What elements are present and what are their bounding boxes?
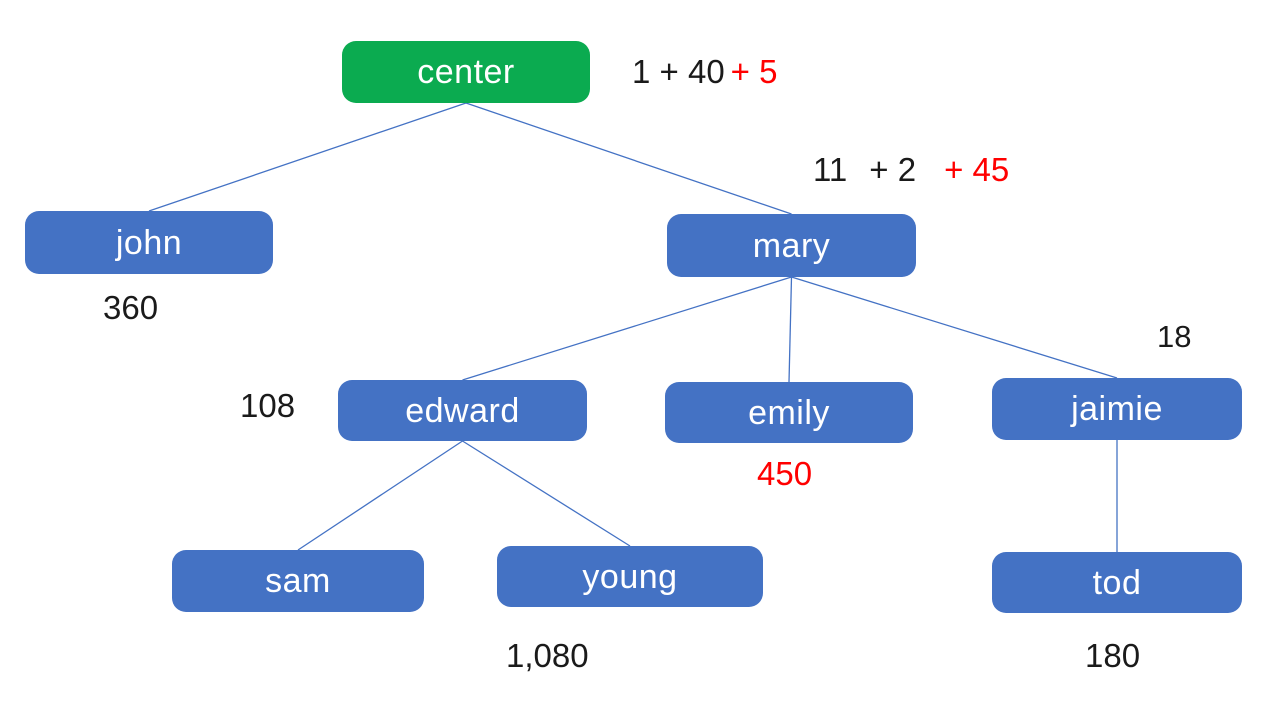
annotation-tod-value: 180 (1085, 637, 1141, 674)
node-label-mary: mary (752, 226, 831, 265)
annotation-mary-formula-red: + 45 (944, 151, 1010, 188)
tree-node-tod: tod (992, 552, 1242, 613)
annotation-jaimie-value: 18 (1157, 319, 1192, 354)
node-label-tod: tod (1092, 563, 1142, 602)
tree-node-john: john (25, 211, 273, 274)
annotation-mary-formula-black-2: + 2 (869, 151, 917, 188)
tree-node-edward: edward (338, 380, 587, 441)
node-label-emily: emily (748, 393, 830, 432)
tree-node-center: center (342, 41, 590, 103)
node-label-center: center (417, 53, 515, 91)
annotation-center-formula-red: + 5 (730, 53, 778, 90)
annotation-center-formula-black: 1 + 40 (632, 53, 725, 90)
annotation-center-formula: 1 + 40+ 5 (632, 55, 777, 88)
annotation-mary-formula: 11 + 2 + 45 (813, 153, 1009, 186)
node-label-edward: edward (405, 391, 520, 430)
annotation-young-value: 1,080 (506, 637, 589, 674)
node-label-sam: sam (265, 562, 331, 600)
tree-node-emily: emily (665, 382, 913, 443)
tree-node-mary: mary (667, 214, 916, 277)
tree-node-sam: sam (172, 550, 424, 612)
tree-node-young: young (497, 546, 763, 607)
annotation-mary-formula-black-1: 11 (813, 151, 848, 188)
annotation-john-value: 360 (103, 289, 159, 326)
tree-node-jaimie: jaimie (992, 378, 1242, 440)
node-label-young: young (582, 557, 678, 596)
annotation-emily-value: 450 (757, 455, 813, 492)
node-label-jaimie: jaimie (1071, 390, 1163, 428)
annotation-edward-value: 108 (240, 387, 296, 424)
node-label-john: john (115, 223, 183, 262)
